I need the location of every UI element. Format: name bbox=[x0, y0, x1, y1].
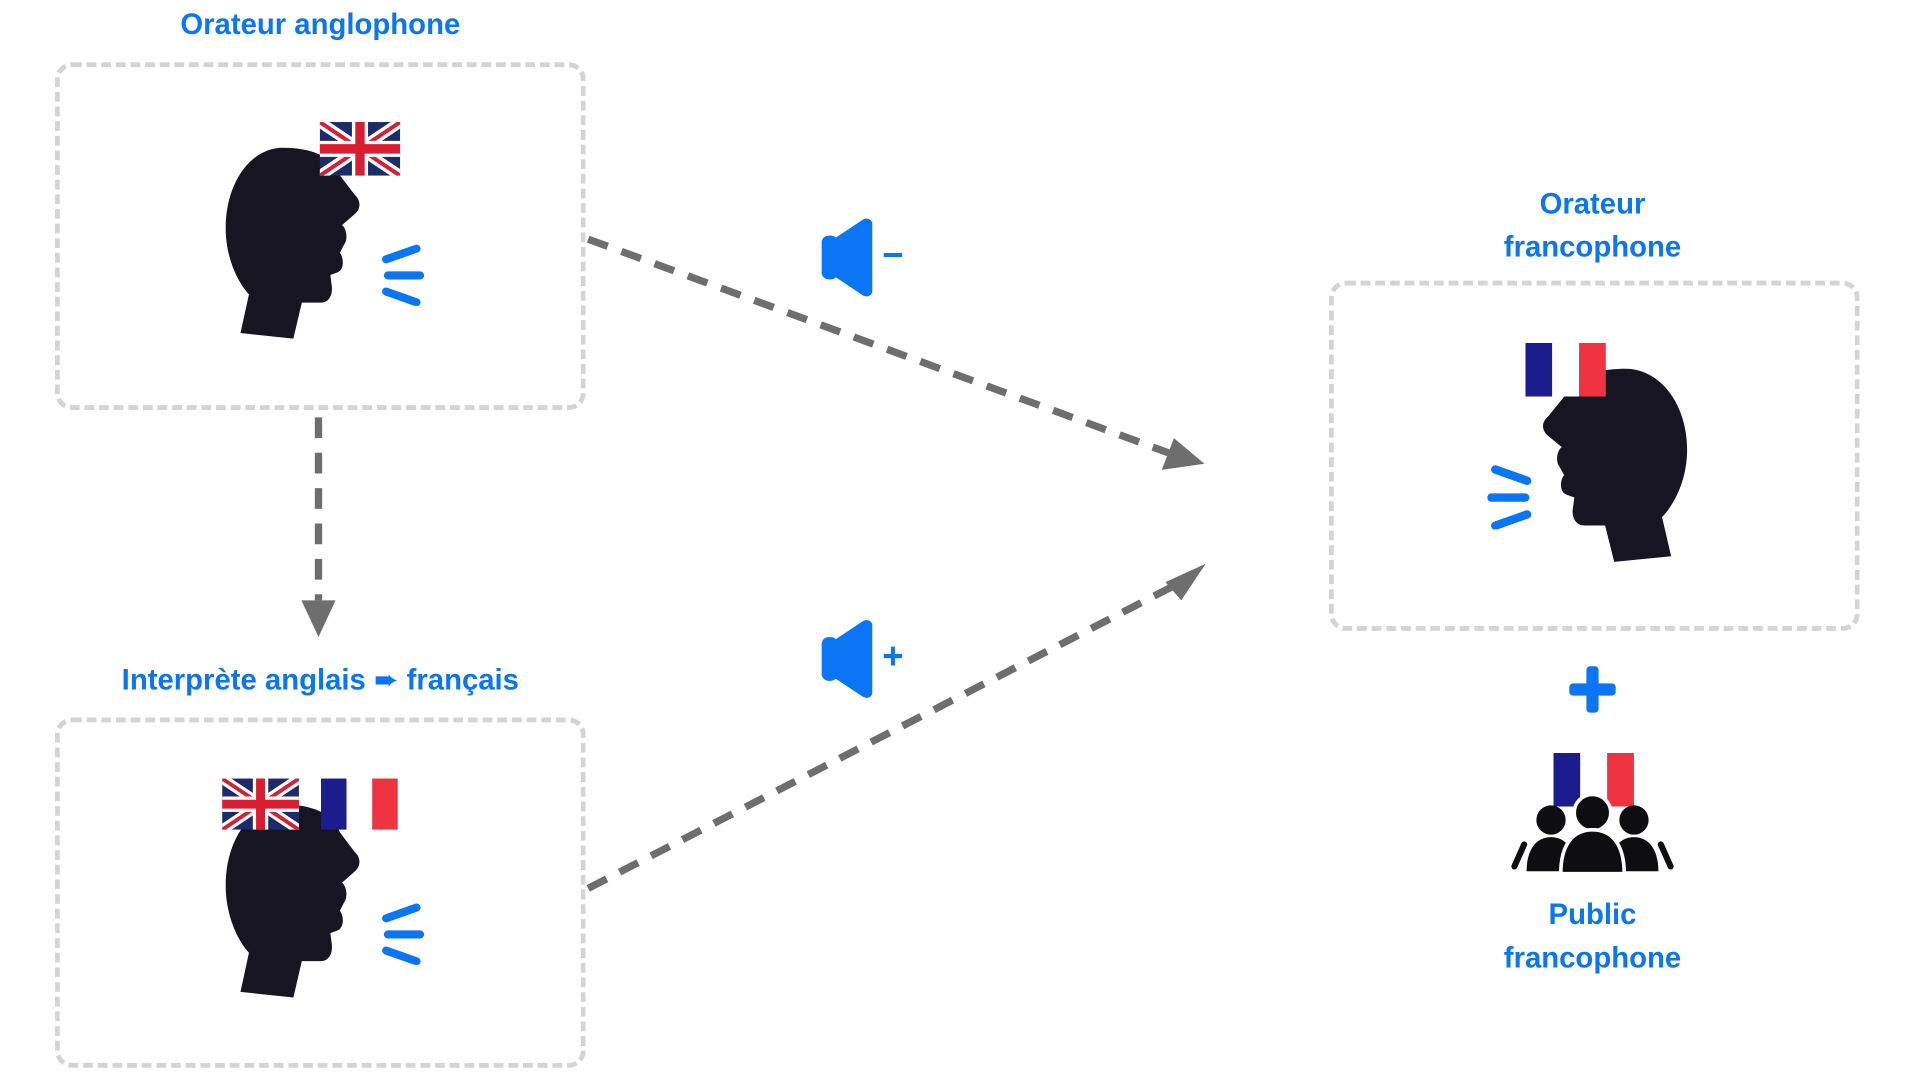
volume-up-sign: + bbox=[882, 636, 904, 678]
french-speaker-box bbox=[1328, 280, 1860, 631]
audience-title-line2: francophone bbox=[1503, 942, 1682, 976]
audience-title-line1: Public bbox=[1548, 898, 1637, 932]
volume-down-icon: − bbox=[819, 217, 917, 300]
group-icon bbox=[1511, 792, 1674, 876]
arrow-interpreter-to-french bbox=[586, 582, 1176, 892]
arrowhead-lower bbox=[1165, 563, 1206, 601]
arrowhead-upper bbox=[1161, 438, 1205, 470]
arrowhead-down bbox=[301, 600, 336, 637]
interpreter-box bbox=[54, 717, 586, 1068]
english-speaker-box bbox=[54, 62, 586, 411]
volume-down-sign: − bbox=[882, 235, 904, 276]
french-speaker-title-line1: Orateur bbox=[1539, 187, 1646, 221]
plus-icon bbox=[1569, 666, 1616, 713]
interpreter-title: Interprète anglais ➨ français bbox=[121, 663, 519, 697]
french-speaker-title-line2: francophone bbox=[1503, 230, 1682, 264]
english-speaker-title: Orateur anglophone bbox=[180, 8, 461, 42]
volume-up-icon: + bbox=[819, 619, 917, 702]
